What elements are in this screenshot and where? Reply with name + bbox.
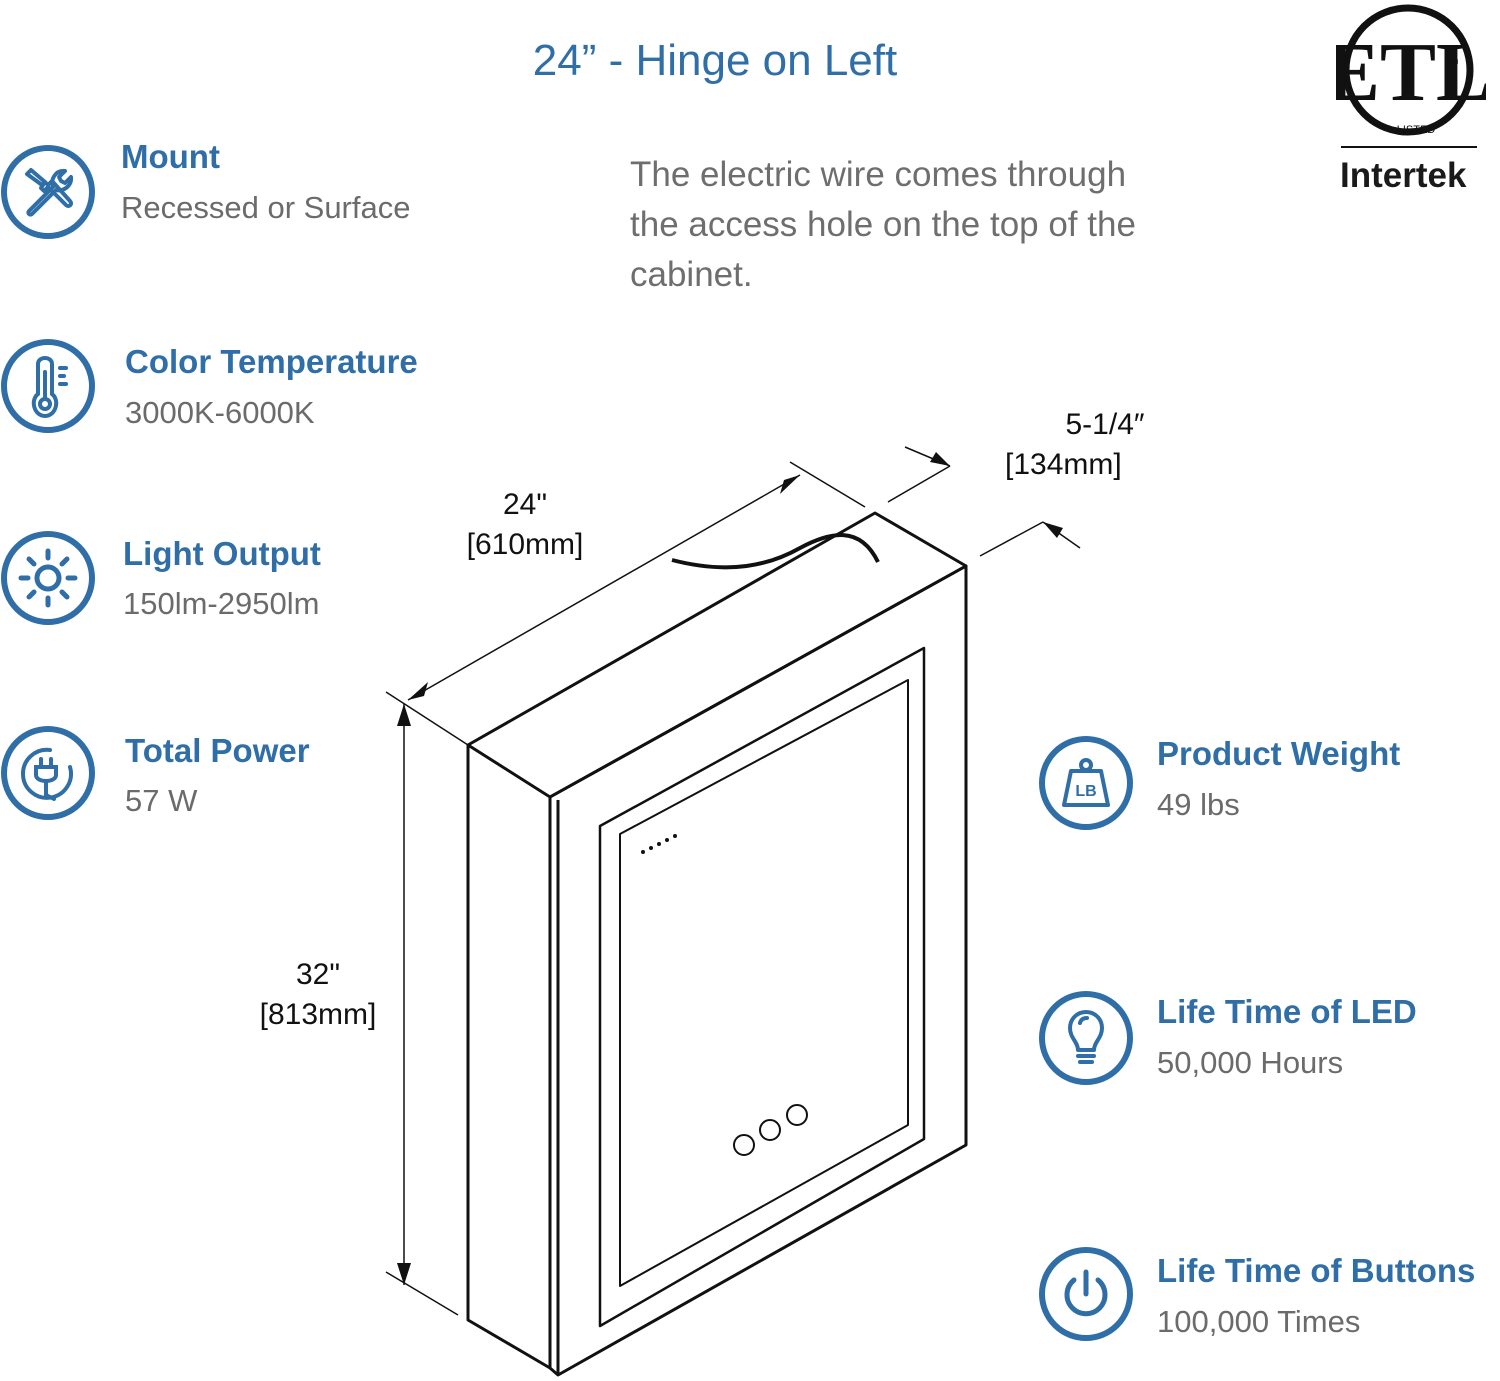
cabinet-front-face xyxy=(549,564,968,1377)
spec-label-mount: Mount xyxy=(121,138,220,175)
weight-badge: LB xyxy=(1075,783,1096,800)
dimension-height-imperial: 32" xyxy=(295,958,341,991)
dimension-height-metric: [813mm] xyxy=(259,998,377,1031)
weight-icon: LB xyxy=(1038,735,1134,831)
page-title: 24” - Hinge on Left xyxy=(532,36,898,85)
depth-dimension-line xyxy=(887,465,951,503)
etl-listed-text: LISTED xyxy=(1397,124,1436,136)
electric-wire xyxy=(671,533,880,570)
display-dot xyxy=(673,834,677,838)
etl-cm-text: CM xyxy=(1449,60,1458,66)
mirror-frame xyxy=(598,646,926,1328)
dimension-width: 24" [610mm] xyxy=(440,485,610,565)
spec-label-led-lifetime: Life Time of LED xyxy=(1157,993,1417,1030)
display-dot xyxy=(657,842,661,846)
arrowhead xyxy=(408,682,428,700)
display-dot xyxy=(665,838,669,842)
touch-button-defog xyxy=(733,1134,755,1156)
wire-note: The electric wire comes through the acce… xyxy=(630,155,1136,294)
arrowhead xyxy=(397,704,411,726)
arrowhead xyxy=(1043,522,1063,538)
width-dimension-line xyxy=(407,474,801,701)
spec-label-light-output: Light Output xyxy=(123,535,321,572)
arrowhead xyxy=(780,475,800,494)
spec-value-led-lifetime: 50,000 Hours xyxy=(1157,1045,1344,1080)
spec-label-color-temperature: Color Temperature xyxy=(125,343,418,380)
etl-logo-icon: ETL LISTED CM xyxy=(1324,4,1492,136)
touch-button-dimmer xyxy=(786,1104,808,1126)
spec-value-product-weight: 49 lbs xyxy=(1157,787,1240,822)
power-icon xyxy=(1038,1246,1134,1342)
spec-value-mount: Recessed or Surface xyxy=(121,190,411,225)
dimension-depth-imperial: 5-1/4″ xyxy=(1065,408,1145,441)
touch-button-light xyxy=(759,1119,781,1141)
lightbulb-icon xyxy=(1038,990,1134,1086)
mirror-glass xyxy=(619,679,909,1287)
arrowhead xyxy=(397,1263,411,1285)
display-dot xyxy=(641,850,645,854)
spec-label-product-weight: Product Weight xyxy=(1157,735,1401,772)
etl-divider xyxy=(1341,146,1477,148)
spec-value-color-temperature: 3000K-6000K xyxy=(125,395,315,430)
cabinet-side-face xyxy=(466,745,552,1370)
display-dot xyxy=(649,846,653,850)
wrench-screwdriver-icon xyxy=(0,144,96,240)
spec-label-buttons-lifetime: Life Time of Buttons xyxy=(1157,1252,1476,1289)
dimension-width-imperial: 24" xyxy=(502,488,548,521)
etl-brand: Intertek xyxy=(1340,156,1467,195)
spec-value-buttons-lifetime: 100,000 Times xyxy=(1157,1304,1361,1339)
dimension-depth: 5-1/4″ [134mm] xyxy=(1000,405,1200,485)
etl-certification: ETL LISTED CM Intertek xyxy=(1324,0,1492,200)
thermometer-icon xyxy=(0,338,96,434)
spec-label-total-power: Total Power xyxy=(125,732,310,769)
dimension-width-metric: [610mm] xyxy=(466,528,584,561)
dimension-depth-metric: [134mm] xyxy=(1005,448,1122,481)
sun-icon xyxy=(0,530,96,626)
spec-value-total-power: 57 W xyxy=(125,783,198,818)
spec-value-light-output: 150lm-2950lm xyxy=(123,586,320,621)
arrowhead xyxy=(930,452,950,466)
plug-icon xyxy=(0,725,96,821)
etl-mark: ETL xyxy=(1336,26,1486,119)
dimension-height: 32" [813mm] xyxy=(238,955,398,1035)
